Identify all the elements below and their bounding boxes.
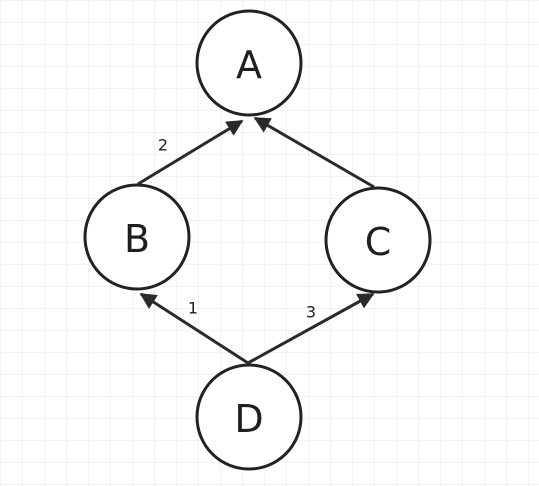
node-b-circle[interactable] (83, 183, 191, 291)
edge-d-to-b[interactable] (139, 292, 249, 365)
node-b[interactable]: B (83, 183, 191, 291)
node-d-circle[interactable] (195, 363, 303, 471)
node-a[interactable]: A (195, 9, 303, 117)
edge-labels-layer: 2 1 3 (158, 136, 316, 322)
node-a-circle[interactable] (195, 9, 303, 117)
node-b-label: B (124, 217, 150, 261)
node-c-label: C (365, 220, 392, 264)
edge-label-d-to-b: 1 (188, 299, 198, 318)
node-c-circle[interactable] (324, 186, 432, 294)
edges-layer (137, 116, 375, 365)
node-c[interactable]: C (324, 186, 432, 294)
edge-d-to-c[interactable] (247, 292, 375, 365)
edge-c-to-a[interactable] (253, 116, 375, 189)
node-d-label: D (234, 397, 263, 441)
edge-label-b-to-a: 2 (158, 136, 168, 155)
edge-label-d-to-c: 3 (306, 303, 316, 322)
edge-b-to-a[interactable] (137, 119, 244, 186)
node-d[interactable]: D (195, 363, 303, 471)
node-a-label: A (236, 43, 262, 87)
